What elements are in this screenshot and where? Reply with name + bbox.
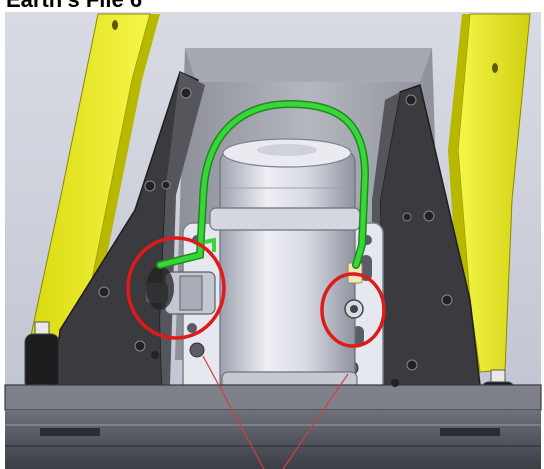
right-bracket-bolt-2 [423,210,435,222]
title-backdrop [0,0,544,12]
page-title: Earth's File 6 [6,0,142,11]
green-earth-cable-highlight [157,101,368,268]
left-bracket-hole [146,266,174,310]
left-yellow-panel-edge [82,14,160,330]
right-terminal-bolt [350,305,358,313]
left-bracket-bolt-4 [134,340,146,352]
mount-plate-hole-bl [189,342,205,358]
green-earth-cable-tail [204,237,216,252]
left-foot [24,333,60,391]
leader-line-left [202,355,265,469]
cable-gland-nut [179,275,203,311]
right-bracket-bolt-5 [406,359,418,371]
base-slot-left [40,428,100,436]
base-slot-right [440,428,500,436]
motor-flange-upper [209,207,361,231]
right-bracket-bolt-3 [402,212,412,222]
right-bracket-bolt-1 [405,94,417,106]
back-housing-top [185,48,432,82]
base-bolt-2 [391,379,399,387]
right-yellow-panel-edge [448,14,480,372]
right-panel-hole [492,63,498,73]
left-bracket-bolt-3 [98,286,110,298]
left-bracket-bolt-1 [180,87,192,99]
red-circle-highlight-left [126,236,226,340]
base-frame-top [4,384,542,411]
base-bolt-1 [151,351,159,359]
left-bracket-bolt-5 [161,180,171,190]
red-circle-highlight-right [320,272,386,348]
left-panel-hole [112,20,118,30]
right-bracket-bolt-4 [441,294,453,306]
motor-top-cap-inner [257,144,317,156]
base-frame-front [5,410,541,469]
mount-plate-hole-ml [187,323,197,333]
left-bracket-bolt-2 [144,180,156,192]
leader-line-right [282,373,349,469]
